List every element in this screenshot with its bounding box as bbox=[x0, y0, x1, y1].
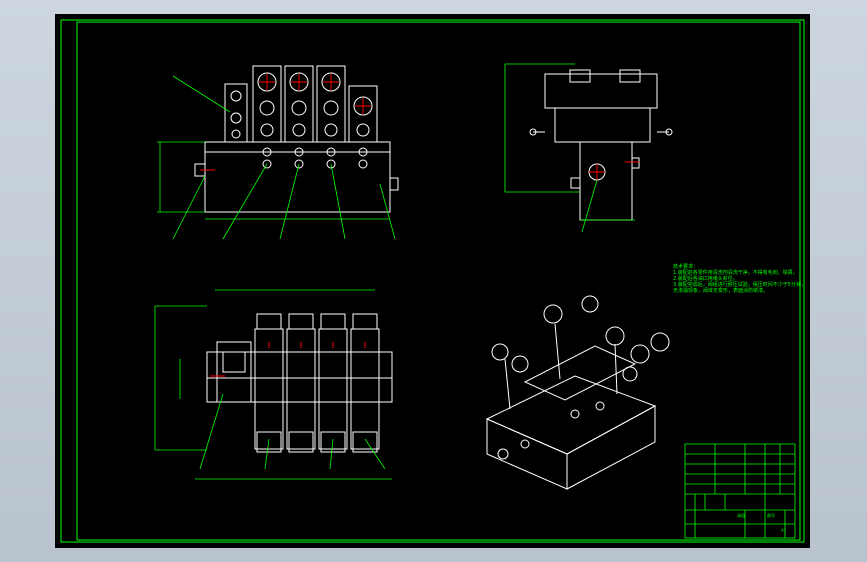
iso-view bbox=[485, 295, 670, 490]
title-block-name: 阀组 bbox=[737, 513, 745, 518]
tech-notes: 技术要求： 1.装配前各零件用清洗剂清洗干净，不得有毛刺、铁屑。 2.装配后各油… bbox=[673, 264, 806, 294]
tech-note-line: 无渗漏现象，阀体无变形，表面涂防锈漆。 bbox=[673, 288, 769, 294]
tech-note-line: 3.装配完成后，阀组进行耐压试验，保压时间不少于5分钟， bbox=[673, 282, 806, 288]
title-block-code: 图号 bbox=[767, 513, 775, 518]
tech-note-line: 1.装配前各零件用清洗剂清洗干净，不得有毛刺、铁屑。 bbox=[673, 270, 798, 276]
title-block-sheet: A1 bbox=[781, 528, 787, 533]
top-view bbox=[206, 313, 393, 453]
front-view bbox=[194, 65, 399, 213]
tech-notes-title: 技术要求： bbox=[673, 264, 699, 270]
inner-frame bbox=[76, 21, 801, 541]
drawing-canvas bbox=[60, 19, 805, 543]
outer-frame bbox=[60, 19, 805, 543]
side-view bbox=[529, 69, 673, 221]
tech-note-line: 2.装配后各油口用堵头封住。 bbox=[673, 276, 738, 282]
top-dims bbox=[154, 289, 392, 480]
side-dims bbox=[504, 63, 635, 233]
front-dims bbox=[157, 75, 396, 240]
front-red-marks bbox=[200, 74, 371, 171]
title-block bbox=[684, 443, 796, 539]
drawing-sheet: 技术要求： 1.装配前各零件用清洗剂清洗干净，不得有毛刺、铁屑。 2.装配后各油… bbox=[55, 14, 810, 548]
